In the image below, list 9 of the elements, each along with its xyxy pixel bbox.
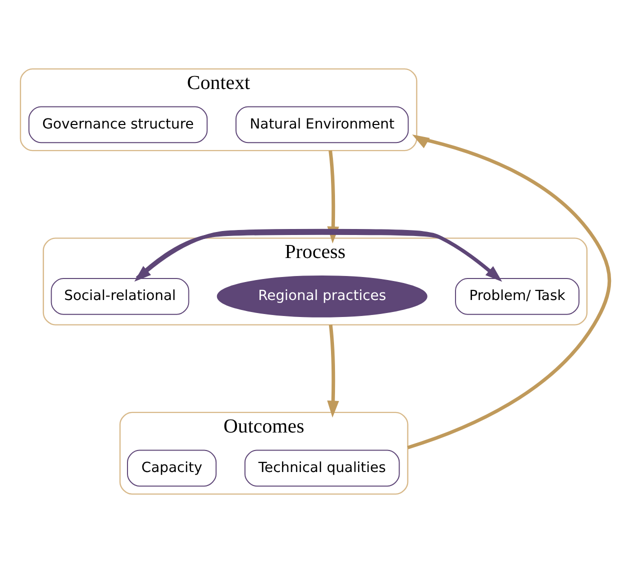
- node-ellipse: Regional practices: [216, 275, 428, 317]
- node-box: Technical qualities: [244, 449, 400, 486]
- node-box: Capacity: [127, 449, 217, 486]
- node-box: Problem/ Task: [455, 278, 580, 314]
- arrow: [407, 134, 611, 449]
- node-box: Social-relational: [50, 278, 190, 314]
- node-box: Governance structure: [28, 106, 208, 143]
- node-box: Natural Environment: [236, 106, 409, 143]
- arrow: [327, 324, 340, 418]
